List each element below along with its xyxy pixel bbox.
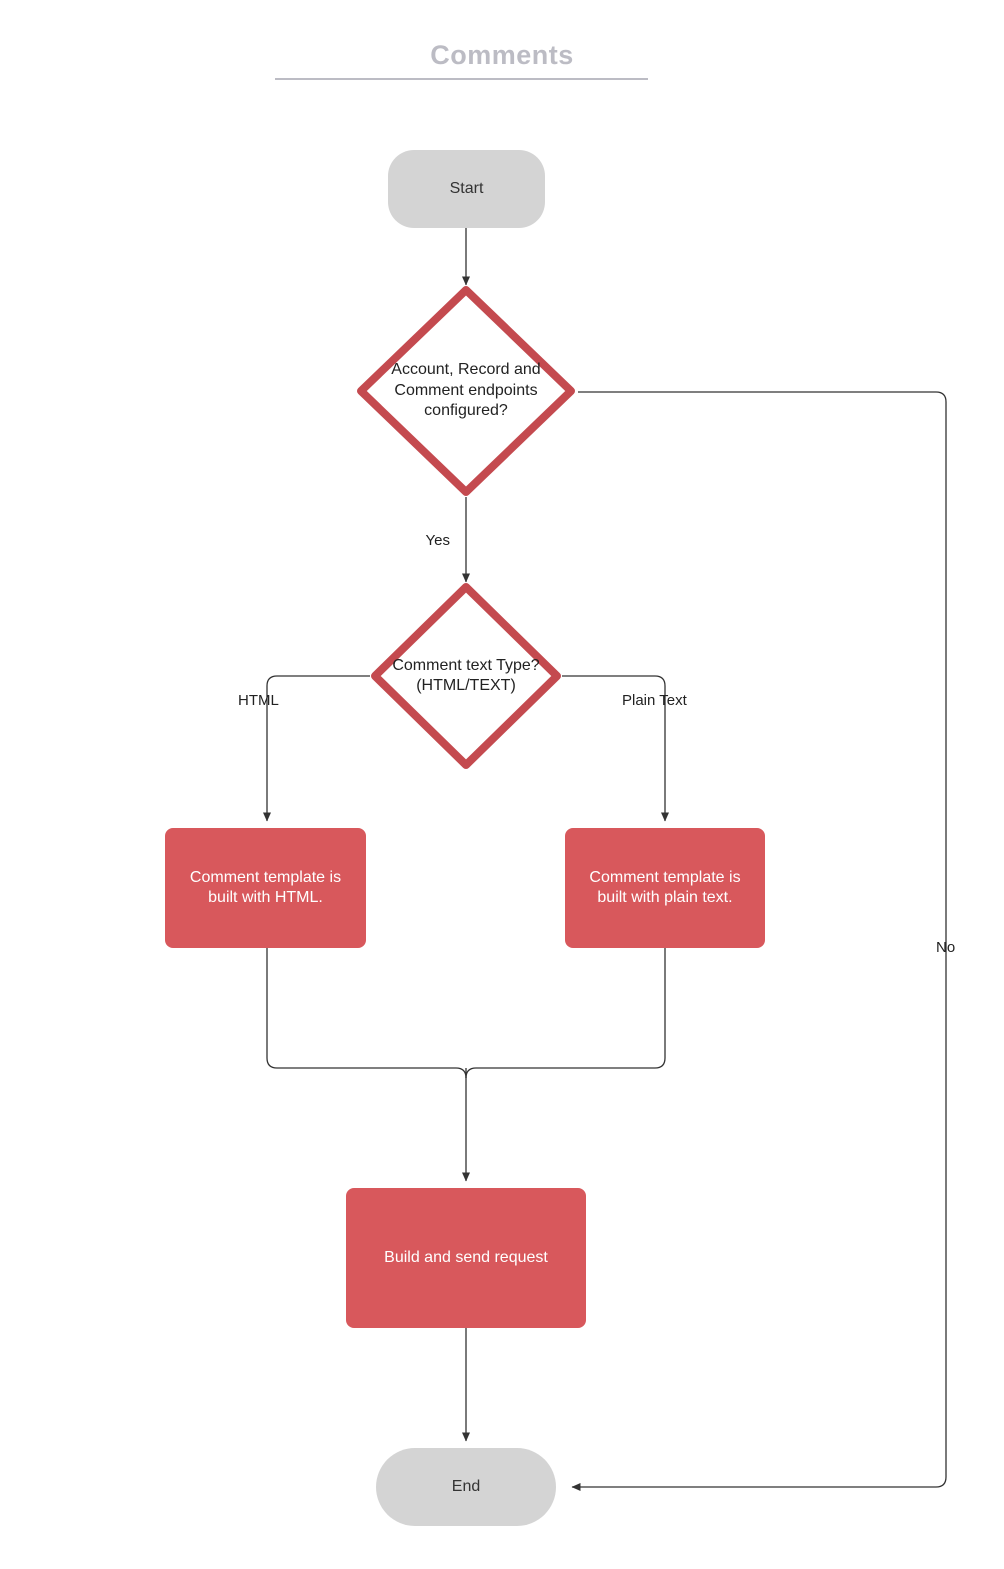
node-html-template[interactable]: Comment template is built with HTML. [165, 828, 366, 948]
edge-decision1-no-to-end [571, 391, 947, 1491]
node-build-and-send-request[interactable]: Build and send request [346, 1188, 586, 1328]
title-underline [275, 78, 648, 80]
node-plain-text-template-label: Comment template is built with plain tex… [589, 868, 741, 906]
node-html-template-label: Comment template is built with HTML. [189, 868, 342, 906]
node-start[interactable]: Start [388, 150, 545, 228]
node-build-and-send-request-label: Build and send request [384, 1248, 548, 1266]
edge-html-box-to-merge [266, 948, 467, 1079]
edge-label-html: HTML [238, 692, 279, 709]
edge-label-yes: Yes [425, 532, 450, 549]
edge-plain-box-to-merge [465, 948, 666, 1079]
node-end[interactable]: End [376, 1448, 556, 1526]
edge-label-no: No [936, 939, 956, 956]
edge-decision2-to-html-box [263, 675, 370, 822]
node-end-label: End [451, 1477, 481, 1495]
page-title: Comments [430, 40, 574, 70]
edge-decision2-to-plain-box [562, 675, 669, 822]
node-start-label: Start [449, 179, 484, 197]
node-plain-text-template[interactable]: Comment template is built with plain tex… [565, 828, 765, 948]
edge-label-plain-text: Plain Text [622, 692, 687, 709]
